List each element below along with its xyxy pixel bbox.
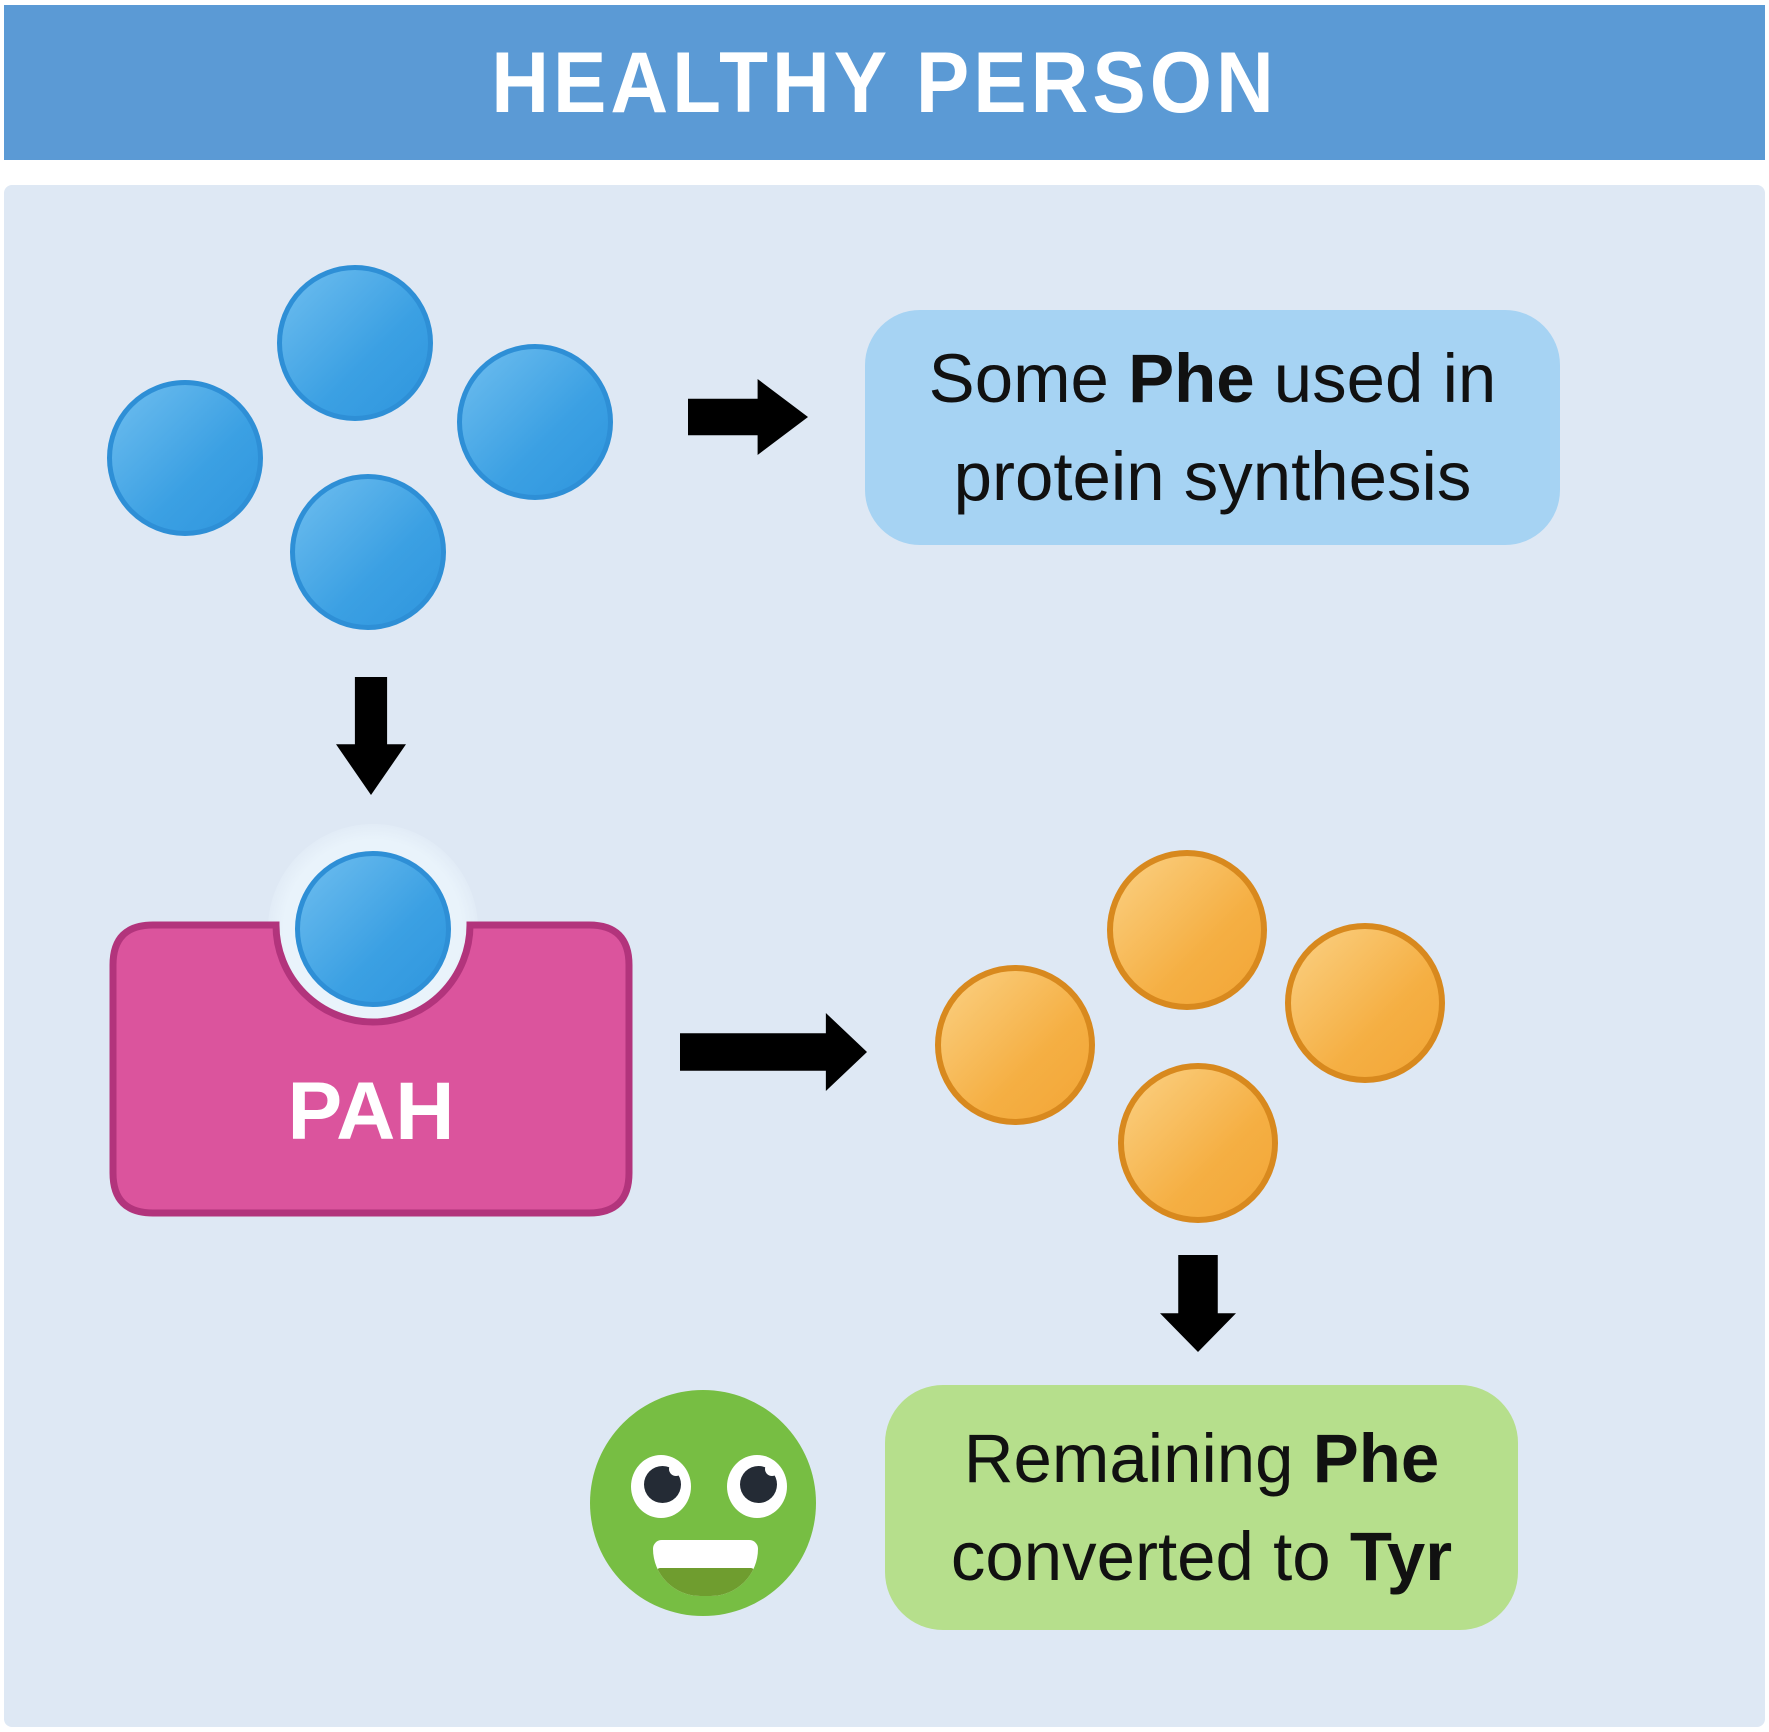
phe-molecule-icon [277, 265, 433, 421]
phe-molecule-icon [107, 380, 263, 536]
protein-synthesis-box: Some Phe used in protein synthesis [865, 310, 1560, 545]
protein-synthesis-line2: protein synthesis [953, 437, 1472, 515]
phe-molecule-icon [290, 474, 446, 630]
pah-enzyme-shape [109, 921, 633, 1217]
pah-enzyme-label: PAH [287, 1066, 455, 1157]
result-line1: Remaining Phe [964, 1410, 1440, 1508]
result-line2: converted to Tyr [951, 1508, 1452, 1606]
result-text: Remaining [963, 1419, 1313, 1497]
protein-synthesis-text: used in [1254, 339, 1497, 417]
result-text: converted to [950, 1517, 1350, 1595]
smiley-left-pupil [644, 1462, 683, 1503]
happy-face-icon [590, 1390, 816, 1616]
phe-abbrev: Phe [1312, 1419, 1440, 1497]
phe-molecule-in-active-site [295, 851, 451, 1007]
smiley-right-eye [727, 1455, 787, 1518]
smiley-left-eye [631, 1455, 691, 1518]
tyr-molecule-icon [1285, 923, 1445, 1083]
tyr-abbrev: Tyr [1349, 1517, 1453, 1595]
page-title: HEALTHY PERSON [491, 33, 1278, 131]
phe-abbrev: Phe [1128, 339, 1255, 417]
protein-synthesis-line1: Some Phe used in [929, 330, 1497, 428]
result-box: Remaining Phe converted to Tyr [885, 1385, 1518, 1630]
tyr-molecule-icon [1118, 1063, 1278, 1223]
phe-molecule-icon [457, 344, 613, 500]
smiley-right-pupil [740, 1462, 779, 1503]
tyr-molecule-icon [935, 965, 1095, 1125]
protein-synthesis-text: Some [928, 339, 1129, 417]
smiley-mouth [653, 1540, 758, 1596]
title-bar: HEALTHY PERSON [4, 5, 1765, 160]
smiley-lower-lip [657, 1568, 754, 1596]
tyr-molecule-icon [1107, 850, 1267, 1010]
